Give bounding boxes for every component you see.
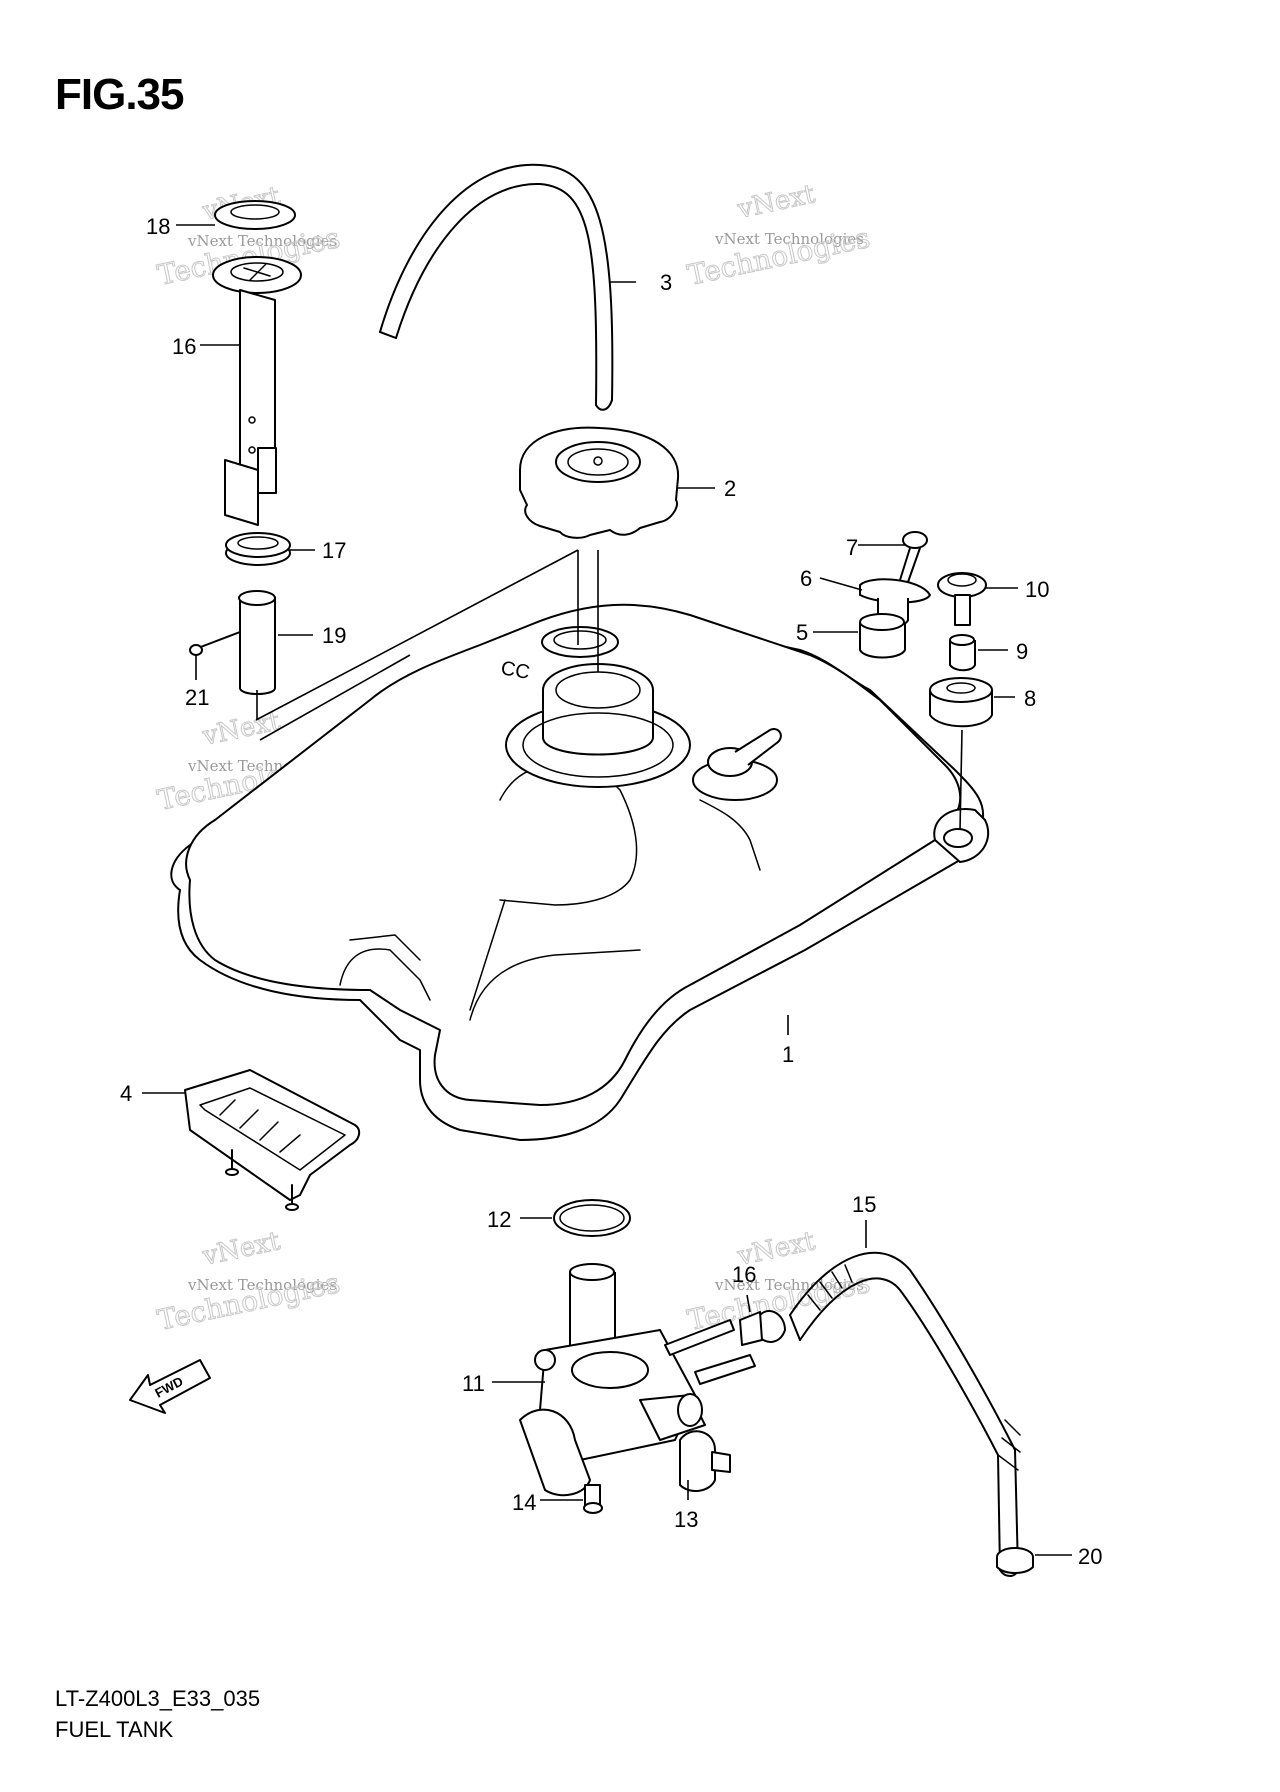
part-20-sleeve xyxy=(238,590,276,695)
model-code: LT-Z400L3_E33_035 xyxy=(55,1686,261,1711)
callout-19: 18 xyxy=(146,214,170,239)
part-14-screw xyxy=(583,1484,603,1514)
part-21-screw xyxy=(189,631,241,656)
part-4-plate xyxy=(184,1069,361,1211)
callout-21: 21 xyxy=(185,685,209,710)
callout-lines xyxy=(142,224,1072,1556)
callout-6: 6 xyxy=(800,566,812,591)
figure-title: FIG.35 xyxy=(55,70,184,119)
part-13-cap xyxy=(679,1430,731,1492)
part-12-o-ring xyxy=(553,1199,631,1237)
part-8-cushion xyxy=(929,677,993,728)
watermark-bottom-left: vNext vNext Technologies Technologies xyxy=(154,1226,343,1338)
section-name: FUEL TANK xyxy=(55,1717,174,1742)
callout-16-top: 16 xyxy=(732,1262,756,1287)
svg-text:CC: CC xyxy=(499,657,531,684)
part-3-breather-hose xyxy=(379,163,614,411)
callout-3: 3 xyxy=(660,270,672,295)
callout-7: 7 xyxy=(846,535,858,560)
part-18-seal xyxy=(225,532,291,566)
fwd-arrow: FWD xyxy=(129,1359,211,1414)
part-9-collar xyxy=(949,634,976,672)
part-10-bolt xyxy=(937,572,987,626)
callout-18: 17 xyxy=(322,538,346,563)
svg-text:vNext Technologies: vNext Technologies xyxy=(187,232,337,250)
svg-text:vNext: vNext xyxy=(199,1226,283,1272)
part-17-gauge xyxy=(212,256,302,526)
svg-text:vNext Technologies: vNext Technologies xyxy=(714,230,864,248)
part-7-screw xyxy=(899,531,928,583)
callout-2: 2 xyxy=(724,476,736,501)
part-11-fuel-valve xyxy=(519,1263,756,1497)
part-16-clamp-top xyxy=(739,1310,786,1346)
watermark-top-mid: vNext vNext Technologies Technologies xyxy=(684,179,873,293)
callout-14: 14 xyxy=(512,1490,536,1515)
part-1-fuel-tank: CC xyxy=(170,603,990,1141)
callout-1: 1 xyxy=(782,1042,794,1067)
callout-9: 9 xyxy=(1016,639,1028,664)
part-16-clamp-bottom xyxy=(996,1547,1034,1574)
callout-10: 10 xyxy=(1025,577,1049,602)
callout-15: 15 xyxy=(852,1192,876,1217)
callout-8: 8 xyxy=(1024,686,1036,711)
callout-17: 16 xyxy=(172,334,196,359)
part-19-grommet xyxy=(214,200,296,230)
svg-text:vNext: vNext xyxy=(734,179,818,225)
part-2-fuel-cap xyxy=(519,426,680,539)
callout-20: 19 xyxy=(322,623,346,648)
svg-text:vNext Technologies: vNext Technologies xyxy=(187,1276,337,1294)
callout-5: 5 xyxy=(796,620,808,645)
callout-11: 11 xyxy=(462,1371,485,1396)
callout-13: 13 xyxy=(674,1507,698,1532)
callout-4: 4 xyxy=(120,1081,132,1106)
part-5-bush xyxy=(859,613,906,659)
callout-16-bottom: 20 xyxy=(1078,1544,1102,1569)
callout-12: 12 xyxy=(487,1207,511,1232)
callout-numbers: 18 3 2 16 17 19 21 7 6 5 10 9 8 1 4 12 1… xyxy=(120,214,1102,1569)
